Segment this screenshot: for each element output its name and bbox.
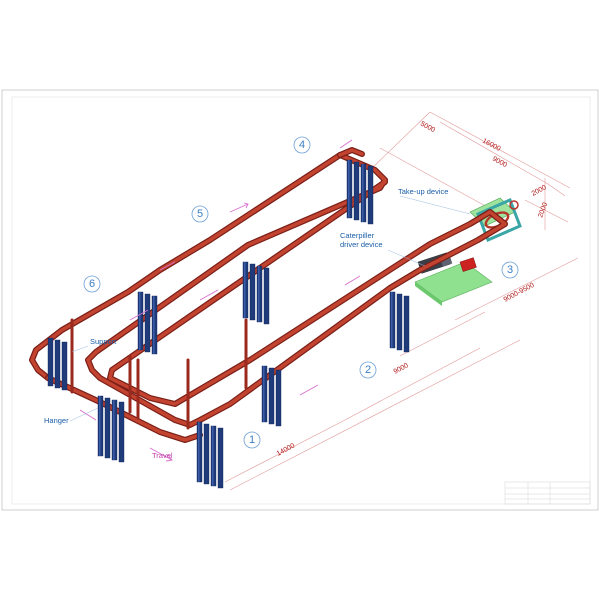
drive-unit-icon <box>414 252 493 306</box>
label-hanger: Hanger <box>44 416 69 425</box>
support-post-icon <box>70 318 248 430</box>
leader-lines <box>69 195 471 422</box>
section-circle-6 <box>83 275 101 293</box>
section-number-4: 4 <box>299 139 305 151</box>
sheet-inner-border <box>11 96 591 505</box>
section-circle-4 <box>293 136 311 154</box>
dim-5000: 5000 <box>419 121 436 135</box>
travel-arrow-icon <box>79 139 361 462</box>
label-take-up-device: Take-up device <box>398 187 448 196</box>
label-caterpillar-line2: driver device <box>340 240 383 249</box>
label-caterpillar-line1: Caterpiller <box>340 231 375 240</box>
section-number-5: 5 <box>197 208 203 220</box>
section-number-3: 3 <box>507 264 513 276</box>
section-circle-2 <box>359 361 377 379</box>
title-block <box>504 481 591 505</box>
section-number-2: 2 <box>365 364 371 376</box>
sheet-border <box>1 89 599 511</box>
hanger-highlights <box>99 160 393 486</box>
label-support: Support <box>90 337 117 346</box>
section-circle-5 <box>191 205 209 223</box>
hanger-icon <box>47 159 410 489</box>
label-travel: Travel <box>152 451 173 460</box>
section-number-6: 6 <box>89 278 95 290</box>
dim-9000-right: 9000 <box>393 362 410 376</box>
section-number-1: 1 <box>249 434 255 446</box>
dimension-lines <box>224 111 579 491</box>
dim-2000-b: 2000 <box>537 202 549 219</box>
section-markers: 4 5 6 3 2 1 <box>83 136 519 449</box>
section-circle-3 <box>501 261 519 279</box>
dim-14000: 14000 <box>276 442 297 457</box>
dim-16000: 16000 <box>481 138 502 153</box>
section-circle-1 <box>243 431 261 449</box>
dim-9000-9500: 9000-9500 <box>503 282 536 304</box>
dim-9000-top: 9000 <box>491 156 508 170</box>
conveyor-rail <box>29 147 508 443</box>
